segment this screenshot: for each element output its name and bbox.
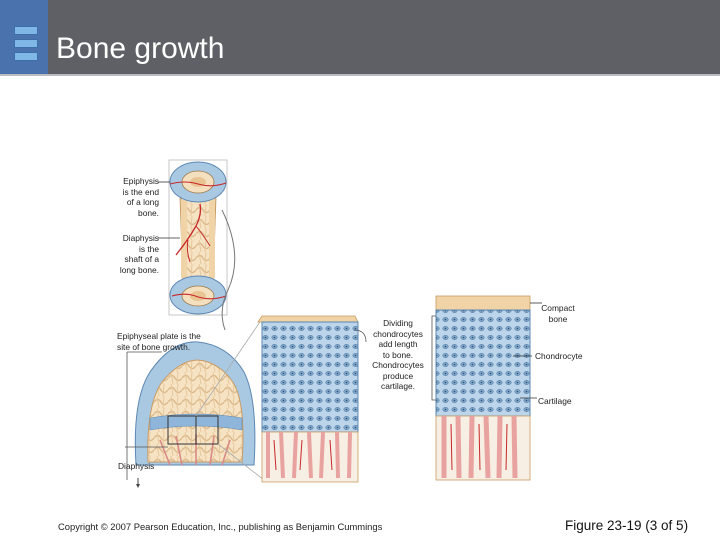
epiphysis-section: [125, 315, 265, 488]
cartilage-label: Cartilage: [538, 396, 572, 406]
header-accent: [0, 0, 48, 74]
growth-plate-right: [431, 295, 542, 481]
slide-title: Bone growth: [56, 32, 225, 65]
compact-bone-label: Compact bone: [541, 303, 575, 324]
epiphysis-label: Epiphysis is the end of a long bone.: [122, 176, 159, 218]
figure-number: Figure 23-19 (3 of 5): [565, 518, 689, 533]
growth-plate-magnified: [257, 315, 367, 483]
diaphysis-label: Diaphysis is the shaft of a long bone.: [119, 233, 159, 275]
dividing-chondrocytes-label: Dividing chondrocytes add length to bone…: [372, 318, 424, 391]
header-divider: [0, 74, 720, 76]
long-bone-illustration: [168, 159, 236, 331]
epiphyseal-plate-label: Epiphyseal plate is the site of bone gro…: [117, 331, 201, 352]
stacked-bars-icon: [14, 26, 38, 64]
copyright-notice: Copyright © 2007 Pearson Education, Inc.…: [58, 521, 383, 532]
diaphysis-bottom-label: Diaphysis: [118, 461, 155, 471]
chondrocyte-label: Chondrocyte: [535, 351, 583, 361]
slide-header: [0, 0, 720, 74]
